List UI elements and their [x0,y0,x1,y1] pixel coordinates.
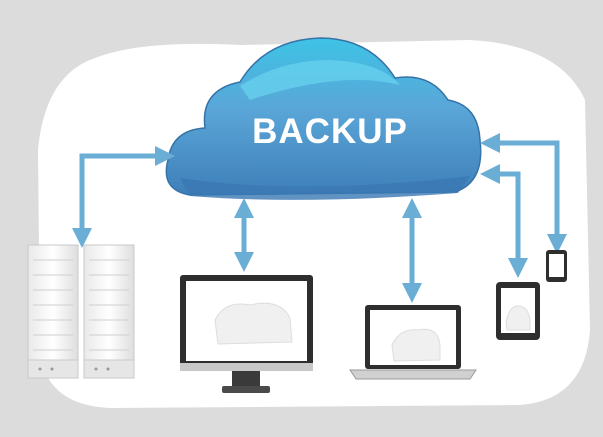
cloud-icon [165,37,482,200]
server-rack-icon [83,244,135,379]
arrow-cloud-phone [480,133,567,254]
connection-arrows [72,133,567,303]
desktop-monitor-icon [180,275,313,393]
cloud-label: BACKUP [252,112,408,151]
server-rack-icon [27,244,79,379]
smartphone-icon [546,250,567,282]
arrow-cloud-servers [72,146,175,248]
tablet-icon [496,282,540,340]
laptop-icon [349,305,477,380]
